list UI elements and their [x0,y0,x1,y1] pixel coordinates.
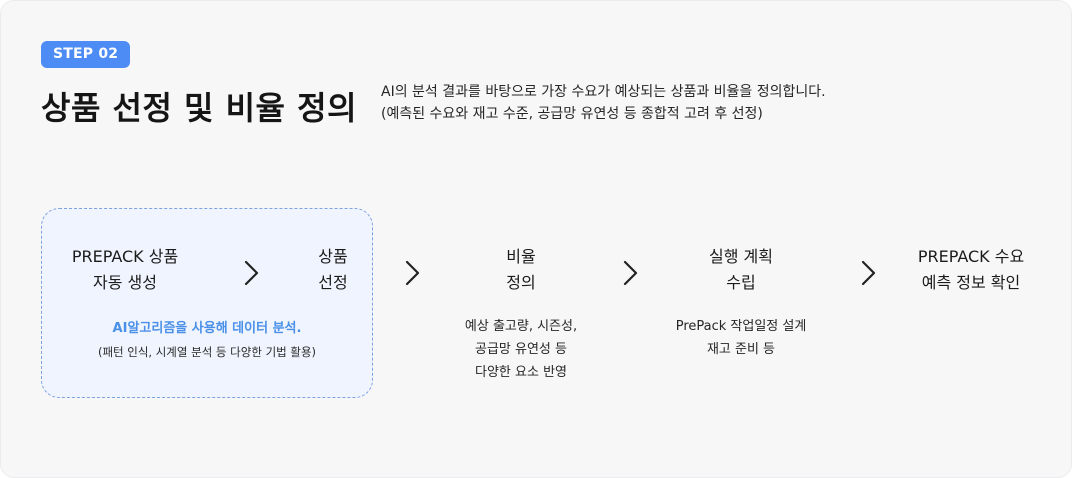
auto-generation-box [41,208,373,398]
step-ratio-define-desc: 예상 출고량, 시즌성, 공급망 유연성 등 다양한 요소 반영 [464,319,578,380]
chevron-right-icon [621,260,639,286]
chevron-right-icon [859,260,877,286]
step-description: AI의 분석 결과를 바탕으로 가장 수요가 예상되는 상품과 비율을 정의합니… [381,81,1041,125]
step-badge: STEP 02 [41,41,131,68]
step-auto-generate-title: PREPACK 상품 자동 생성 [71,247,179,292]
step-demand-forecast-title: PREPACK 수요 예측 정보 확인 [917,247,1025,292]
description-line-1: AI의 분석 결과를 바탕으로 가장 수요가 예상되는 상품과 비율을 정의합니… [381,84,826,100]
chevron-right-icon [403,260,421,286]
step-execution-plan-title: 실행 계획 수립 [709,247,773,292]
step-execution-plan-desc: PrePack 작업일정 설계 재고 준비 등 [675,319,807,357]
ai-analysis-note: (패턴 인식, 시계열 분석 등 다양한 기법 활용) [97,345,317,359]
ai-analysis-highlight: AI알고리즘을 사용해 데이터 분석. [112,321,302,336]
step-ratio-define-title: 비율 정의 [506,247,536,292]
step-product-select-title: 상품 선정 [318,247,348,292]
chevron-right-icon [242,260,260,286]
description-line-2: (예측된 수요와 재고 수준, 공급망 유연성 등 종합적 고려 후 선정) [381,106,763,122]
page-title: 상품 선정 및 비율 정의 [41,89,358,127]
